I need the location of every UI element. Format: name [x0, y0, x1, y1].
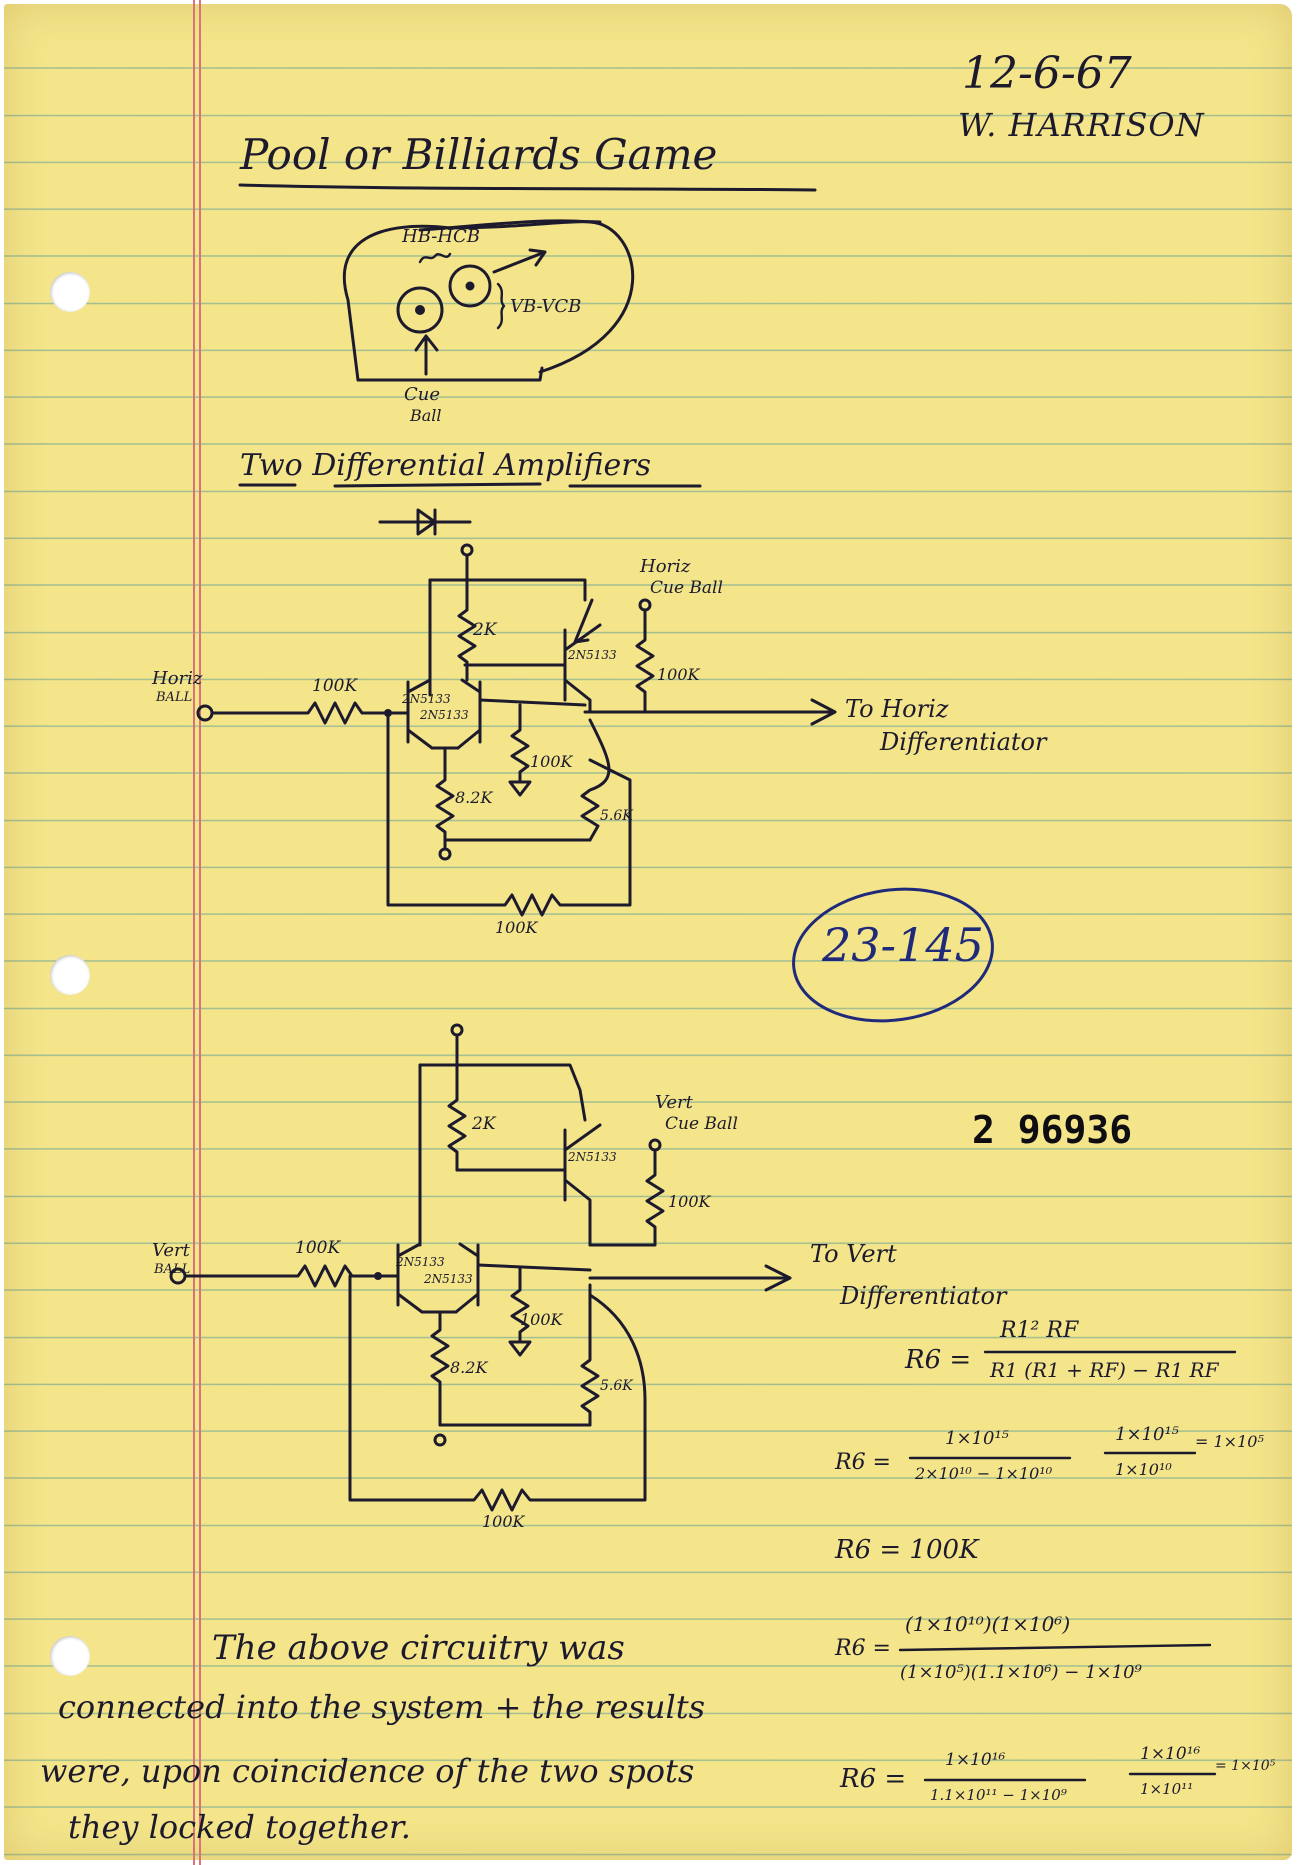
punch-hole-bottom [50, 1636, 90, 1676]
diode-symbol [378, 508, 472, 536]
h-r-emitter-label: 8.2K [455, 788, 493, 807]
punch-hole-top [50, 272, 90, 312]
eq5-result: = 1×10⁵ [1215, 1758, 1276, 1774]
section-heading: Two Differential Amplifiers [240, 448, 651, 483]
h-cue-label: Horiz [640, 556, 691, 577]
margin-line-right [199, 0, 201, 1865]
v-cue-label: Vert [655, 1092, 693, 1113]
date-note: 12-6-67 [962, 48, 1132, 99]
h-cue-ball-label: Cue Ball [650, 578, 723, 598]
v-transistor-b-label: 2N5133 [424, 1272, 473, 1286]
sketch-object-ball [448, 264, 492, 308]
eq2-lhs: R6 = [835, 1450, 891, 1475]
sketch-cue-arrow [414, 334, 439, 376]
eq5-mid-denominator: 1×10¹¹ [1140, 1780, 1194, 1798]
eq2-result: = 1×10⁵ [1195, 1432, 1264, 1451]
v-output-differentiator-label: Differentiator [840, 1282, 1007, 1310]
punch-hole-middle [50, 955, 90, 995]
eq1-numerator: R1² RF [1000, 1318, 1079, 1343]
notebook-paper [4, 4, 1292, 1860]
eq2-denominator: 2×10¹⁰ − 1×10¹⁰ [915, 1464, 1053, 1483]
v-r-emitter-label: 8.2K [450, 1358, 488, 1377]
h-transistor-c-label: 2N5133 [568, 648, 617, 662]
v-cue-ball-label: Cue Ball [665, 1114, 738, 1134]
v-r-in-label: 100K [295, 1238, 341, 1258]
sketch-cue-ball [396, 286, 444, 334]
sketch-cue-label: Cue [404, 384, 441, 405]
h-r-collector-label: 2K [473, 620, 497, 640]
sketch-object-ball-dot [465, 281, 475, 291]
page-title: Pool or Billiards Game [240, 130, 718, 179]
h-r-feedback-label: 100K [495, 918, 538, 937]
sketch-table-right [418, 219, 635, 374]
v-r-right-label: 5.6K [600, 1378, 633, 1394]
eq2-numerator: 1×10¹⁵ [945, 1428, 1009, 1449]
eq2-mid-denominator: 1×10¹⁰ [1115, 1460, 1172, 1479]
v-input-label: Vert [152, 1240, 190, 1261]
v-r-pot-label: 100K [520, 1310, 563, 1329]
eq1-lhs: R6 = [905, 1345, 972, 1375]
eq4-lhs: R6 = [835, 1636, 891, 1661]
title-underline [238, 183, 817, 192]
h-r-cue-label: 100K [657, 665, 700, 684]
v-r-cue-label: 100K [668, 1192, 711, 1211]
eq5-lhs: R6 = [840, 1764, 907, 1794]
sketch-table-bottom [356, 366, 544, 382]
sketch-v-brace [496, 282, 506, 330]
v-input-ball-label: BALL [154, 1262, 191, 1277]
eq4-denominator: (1×10⁵)(1.1×10⁶) − 1×10⁹ [900, 1662, 1142, 1683]
h-r-in-label: 100K [312, 676, 358, 696]
stamp-number: 2 96936 [972, 1108, 1133, 1152]
eq2-mid-numerator: 1×10¹⁵ [1115, 1424, 1179, 1445]
vertical-amplifier-circuit [169, 1023, 792, 1512]
eq1-denominator: R1 (R1 + RF) − R1 RF [990, 1358, 1219, 1382]
h-transistor-a-label: 2N5133 [402, 692, 451, 706]
sketch-v-label: VB-VCB [510, 296, 582, 317]
eq5-mid-numerator: 1×10¹⁶ [1140, 1744, 1201, 1764]
eq5-denominator: 1.1×10¹¹ − 1×10⁹ [930, 1786, 1067, 1804]
section-underline [238, 482, 702, 488]
eq5-numerator: 1×10¹⁶ [945, 1750, 1006, 1770]
v-transistor-a-label: 2N5133 [396, 1255, 445, 1269]
author-signature: W. HARRISON [958, 106, 1205, 144]
sketch-h-brace [418, 252, 452, 264]
circled-number: 23-145 [822, 918, 984, 972]
eq2-bars [908, 1451, 1197, 1460]
note-line-2: connected into the system + the results [58, 1688, 706, 1726]
horizontal-amplifier-circuit [196, 543, 837, 917]
h-output-differentiator-label: Differentiator [880, 728, 1047, 756]
h-input-ball-label: BALL [156, 690, 193, 705]
h-r-pot-label: 100K [530, 752, 573, 771]
h-output-label: To Horiz [845, 695, 949, 723]
circled-number-ring [792, 887, 994, 1023]
sketch-direction-arrow [492, 248, 547, 274]
note-line-1: The above circuitry was [212, 1628, 625, 1668]
h-input-label: Horiz [152, 668, 203, 689]
eq5-bars [923, 1772, 1217, 1782]
v-r-feedback-label: 100K [482, 1512, 525, 1531]
sketch-ball-label: Ball [410, 406, 442, 425]
v-output-label: To Vert [810, 1240, 897, 1268]
eq4-numerator: (1×10¹⁰)(1×10⁶) [905, 1612, 1071, 1636]
eq4-bar [898, 1643, 1212, 1652]
h-r-right-label: 5.6K [600, 808, 633, 824]
note-line-4: they locked together. [68, 1808, 411, 1846]
eq3: R6 = 100K [835, 1535, 979, 1565]
sketch-h-label: HB-HCB [402, 226, 481, 247]
sketch-cue-ball-dot [415, 305, 425, 315]
v-r-collector-label: 2K [472, 1114, 496, 1134]
margin-line-left [193, 0, 195, 1865]
v-transistor-c-label: 2N5133 [568, 1150, 617, 1164]
h-transistor-b-label: 2N5133 [420, 708, 469, 722]
note-line-3: were, upon coincidence of the two spots [40, 1752, 695, 1790]
